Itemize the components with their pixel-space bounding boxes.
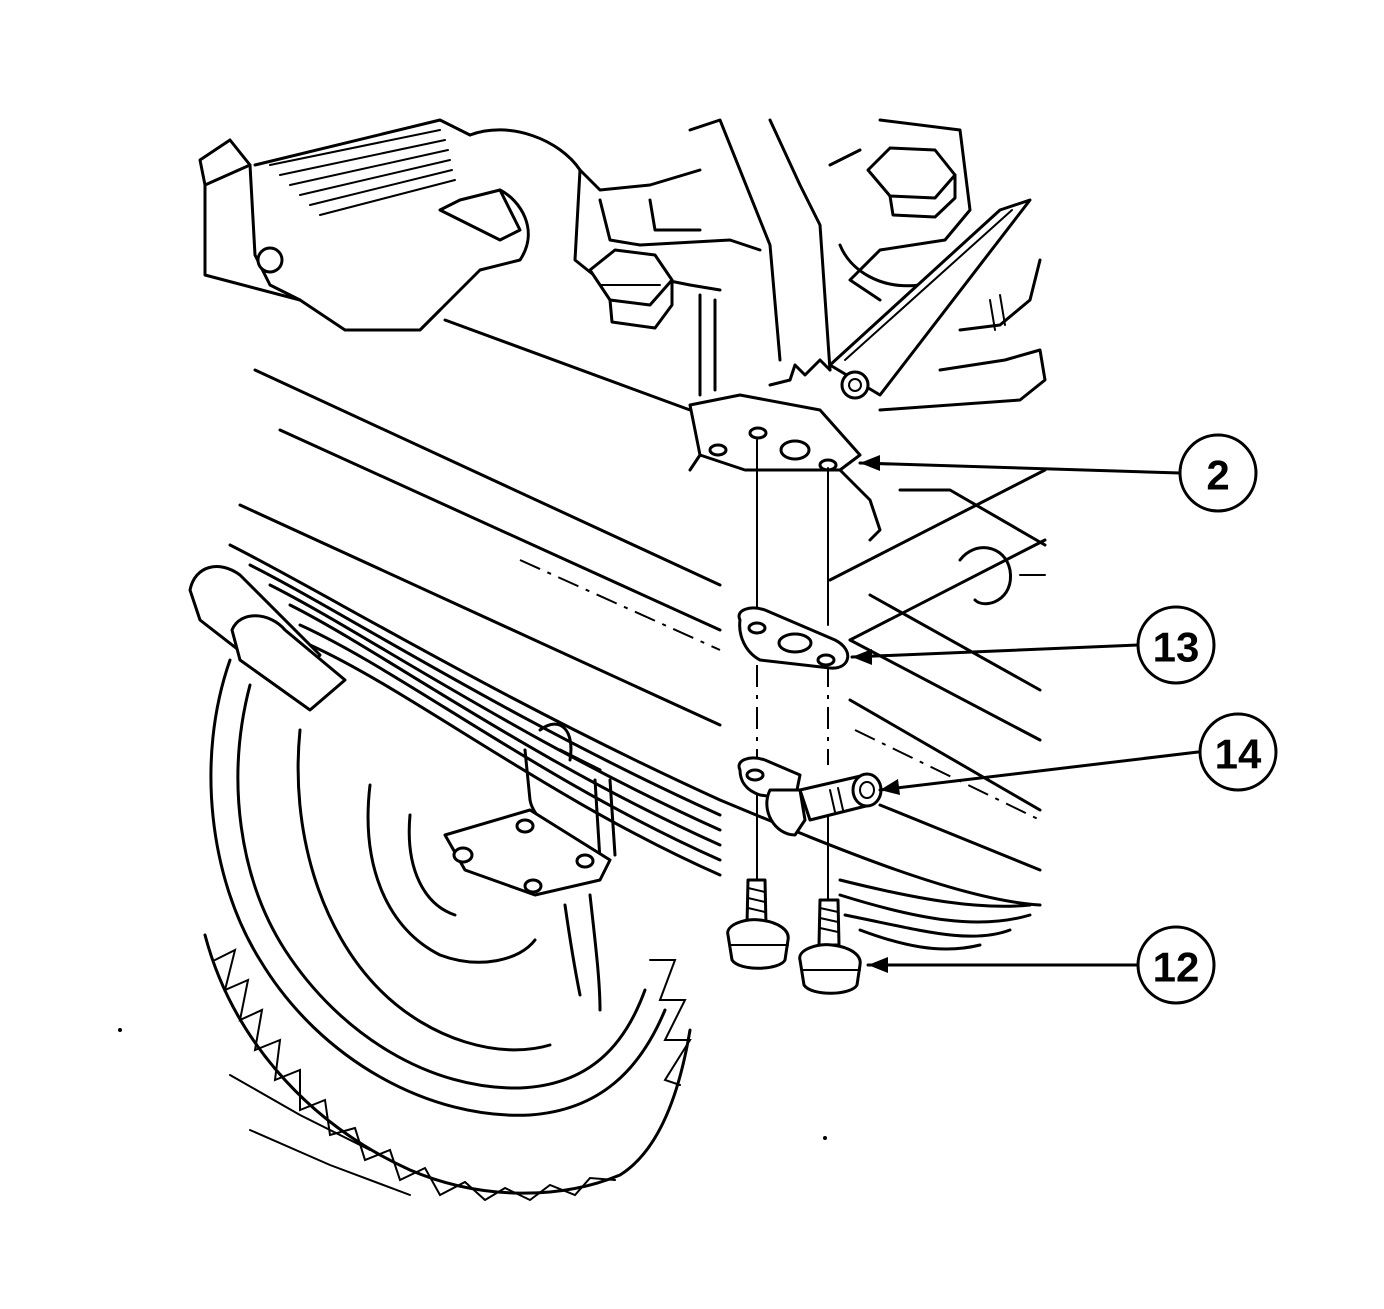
spring-plate — [443, 808, 612, 897]
hanger-bolt-hole — [256, 246, 284, 274]
bolt-12-right — [798, 898, 862, 995]
leaf-spring-pack — [188, 543, 1042, 951]
callout-2: 2 — [1178, 433, 1258, 513]
cross-brace — [828, 198, 1032, 400]
frame-nut-left — [588, 248, 674, 330]
hanger-serrations — [269, 129, 456, 216]
frame-nut-right — [866, 146, 957, 219]
callout-13: 13 — [1136, 605, 1216, 685]
wheel-and-tire — [203, 658, 692, 1202]
vent-fitting-14 — [737, 756, 883, 837]
spacer-plate-13 — [737, 606, 849, 670]
callout-2-label: 2 — [1206, 452, 1229, 499]
scan-speck — [823, 1136, 827, 1140]
axle-housing — [238, 318, 1042, 872]
callout-14: 14 — [1198, 712, 1278, 792]
callout-12-label: 12 — [1153, 944, 1200, 991]
callout-12: 12 — [1136, 925, 1216, 1005]
exploded-centerlines — [756, 439, 829, 901]
leader-lines — [850, 455, 1200, 973]
scan-speck — [118, 1028, 122, 1032]
upper-frame-assembly — [198, 118, 1047, 412]
tire-tread — [203, 933, 692, 1202]
spring-seat-bracket — [688, 393, 1047, 642]
callout-13-label: 13 — [1153, 624, 1200, 671]
bolt-12-left — [726, 878, 790, 970]
callout-14-label: 14 — [1215, 731, 1262, 778]
